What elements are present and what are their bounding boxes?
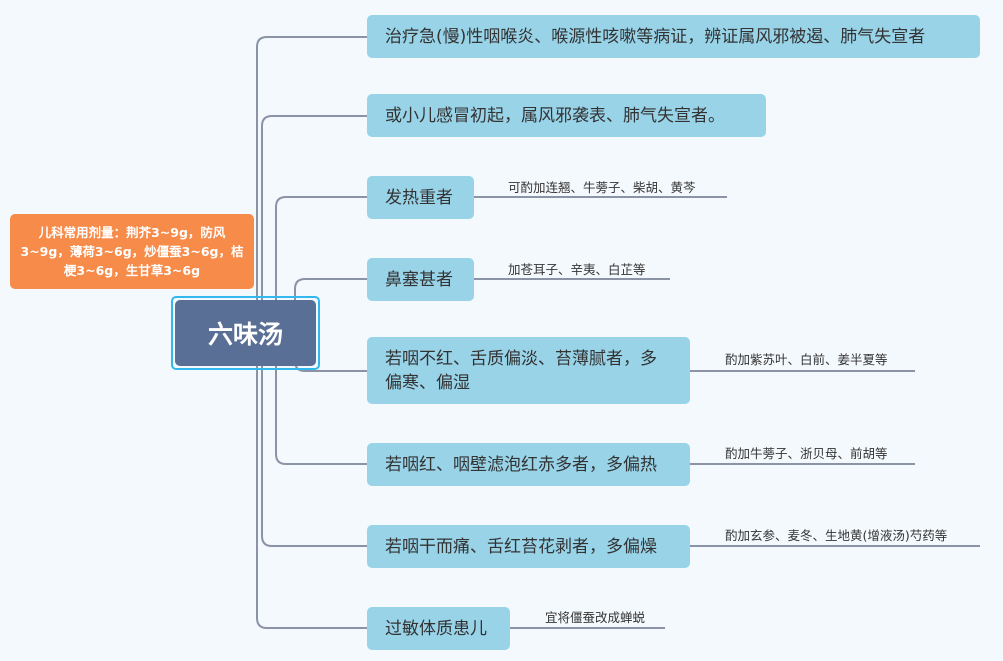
branch-6[interactable]: 若咽红、咽壁滤泡红赤多者，多偏热 [367, 443, 690, 486]
branch-5[interactable]: 若咽不红、舌质偏淡、苔薄腻者，多偏寒、偏湿 [367, 337, 690, 404]
note-8[interactable]: 宜将僵蚕改成蝉蜕 [545, 610, 646, 625]
root-selection-border [171, 296, 320, 370]
note-4[interactable]: 加苍耳子、辛夷、白芷等 [508, 262, 646, 277]
link-8 [256, 334, 367, 629]
note-6[interactable]: 酌加牛蒡子、浙贝母、前胡等 [725, 446, 888, 461]
note-7[interactable]: 酌加玄参、麦冬、生地黄(增液汤)芍药等 [725, 528, 948, 543]
link-7 [261, 334, 367, 547]
link-2 [261, 115, 367, 334]
link-3 [275, 196, 367, 334]
note-5[interactable]: 酌加紫苏叶、白前、姜半夏等 [725, 352, 888, 367]
root-topic[interactable]: 六味汤 [175, 300, 316, 366]
branch-2[interactable]: 或小儿感冒初起，属风邪袭表、肺气失宣者。 [367, 94, 766, 137]
note-3[interactable]: 可酌加连翘、牛蒡子、柴胡、黄芩 [508, 180, 696, 195]
dosage-note[interactable]: 儿科常用剂量：荆芥3~9g，防风3~9g，薄荷3~6g，炒僵蚕3~6g，桔梗3~… [10, 214, 254, 289]
link-4 [294, 278, 367, 334]
branch-3[interactable]: 发热重者 [367, 176, 474, 219]
link-6 [275, 334, 367, 465]
branch-1[interactable]: 治疗急(慢)性咽喉炎、喉源性咳嗽等病证，辨证属风邪被遏、肺气失宣者 [367, 15, 980, 58]
branch-7[interactable]: 若咽干而痛、舌红苔花剥者，多偏燥 [367, 525, 690, 568]
link-1 [256, 36, 367, 334]
branch-8[interactable]: 过敏体质患儿 [367, 607, 510, 650]
branch-4[interactable]: 鼻塞甚者 [367, 258, 474, 301]
